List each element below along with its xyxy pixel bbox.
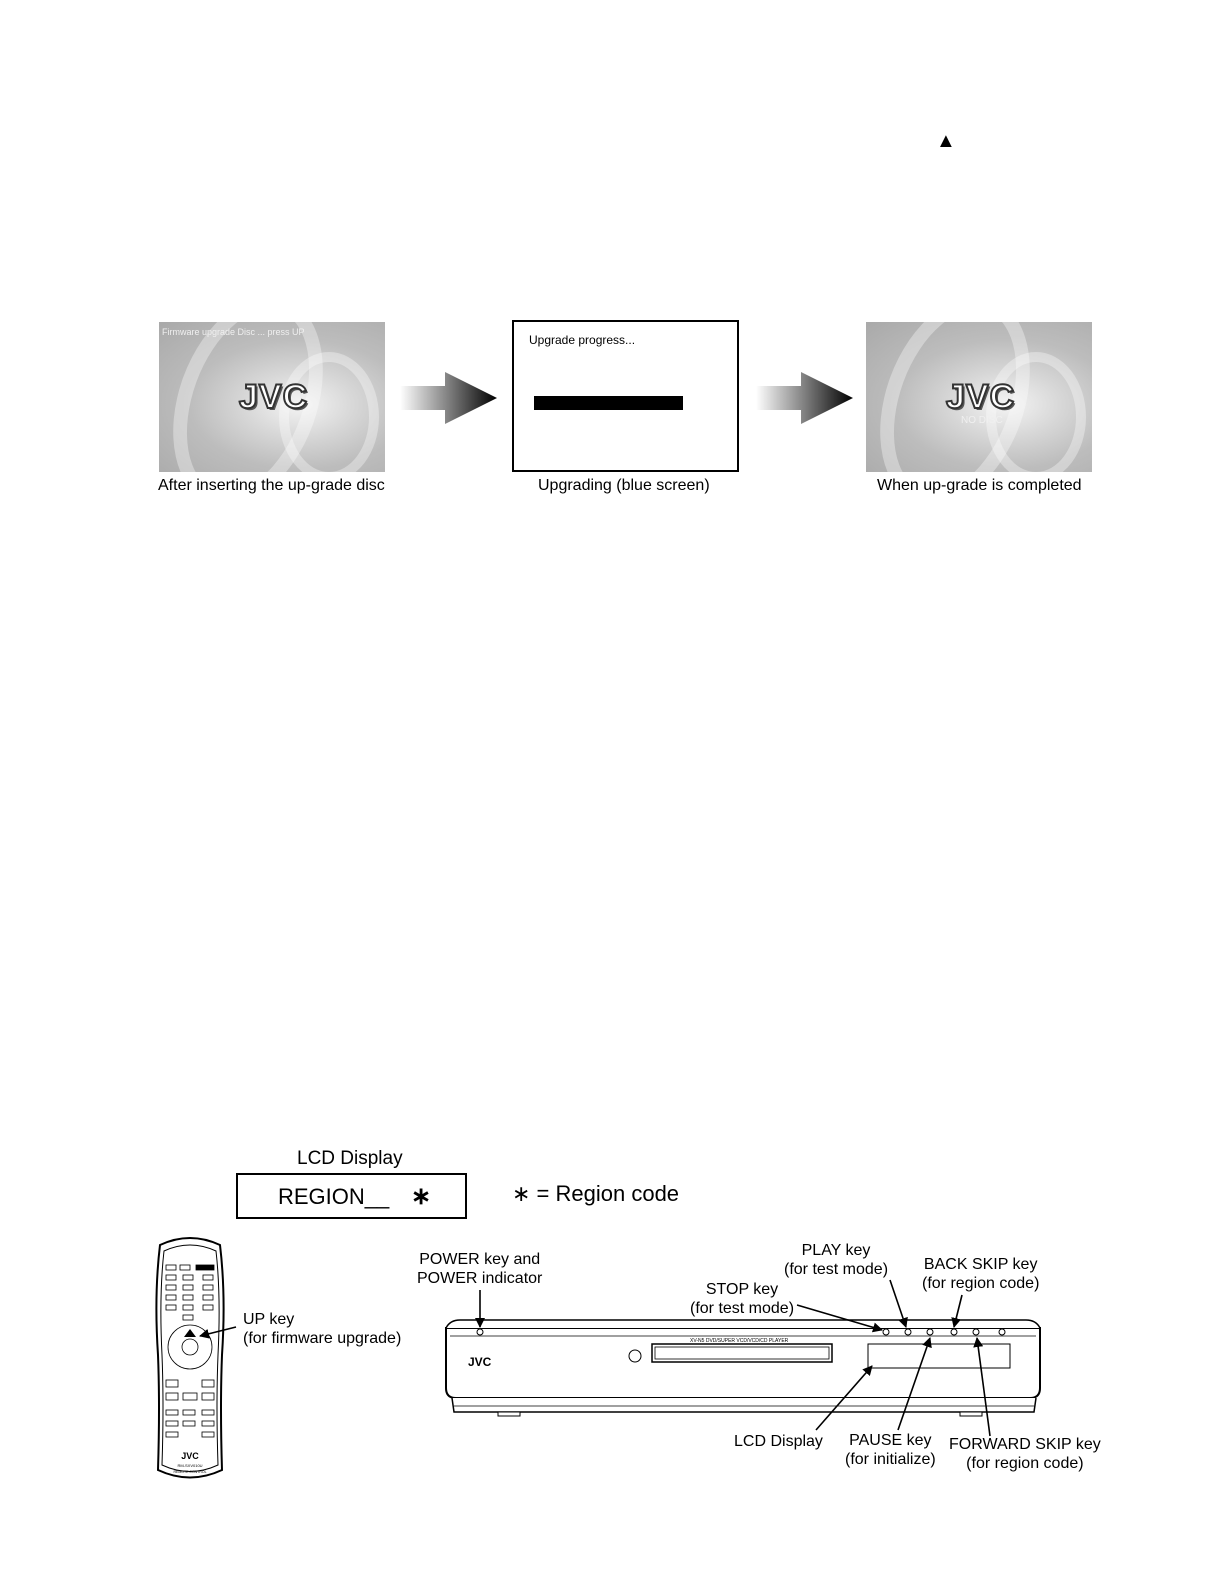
progress-track [534, 396, 759, 410]
lcd-display-label: LCD Display [734, 1433, 823, 1450]
jvc-logo: JVC [238, 377, 309, 417]
screen-upgrading: Upgrade progress... [512, 320, 739, 472]
caption-upgrading: Upgrading (blue screen) [538, 477, 710, 494]
screen-completed: JVC NO DISC [866, 322, 1092, 472]
dvd-player: JVC XV-N5 DVD/SUPER VCD/VCD/CD PLAYER [445, 1319, 1041, 1417]
screen-message: Firmware upgrade Disc ... press UP [162, 327, 305, 337]
up-triangle-icon: ▲ [936, 130, 956, 152]
region-code-legend: ∗ = Region code [512, 1181, 680, 1206]
remote-type: REMOTE CONTROL [173, 1470, 206, 1474]
power-key-label: POWER key and POWER indicator [417, 1251, 543, 1287]
caption-after-insert: After inserting the up-grade disc [158, 477, 385, 494]
arrow-right-icon [400, 372, 497, 424]
jvc-logo: JVC [945, 377, 1016, 417]
lcd-title: LCD Display [297, 1148, 403, 1169]
forward-skip-key-label: FORWARD SKIP key (for region code) [949, 1436, 1101, 1472]
screen-after-insert: Firmware upgrade Disc ... press UP JVC [159, 322, 385, 472]
remote-logo: JVC [181, 1451, 199, 1461]
no-disc-text: NO DISC [961, 415, 1003, 426]
play-key-label: PLAY key (for test mode) [784, 1242, 889, 1278]
lcd-region-text: REGION__ [278, 1184, 390, 1209]
lcd-asterisk: ∗ [411, 1183, 432, 1210]
caption-completed: When up-grade is completed [877, 477, 1082, 494]
arrow-right-icon [756, 372, 853, 424]
progress-bar [534, 396, 683, 410]
player-logo: JVC [468, 1355, 492, 1369]
player-model-text: XV-N5 DVD/SUPER VCD/VCD/CD PLAYER [690, 1338, 789, 1344]
screen-message: Upgrade progress... [529, 333, 636, 347]
stop-key-label: STOP key (for test mode) [690, 1281, 795, 1317]
lcd-display-box: REGION__ ∗ [236, 1173, 467, 1219]
pause-key-label: PAUSE key (for initialize) [845, 1432, 936, 1468]
back-skip-key-label: BACK SKIP key (for region code) [922, 1256, 1040, 1292]
up-key-label: UP key (for firmware upgrade) [243, 1311, 402, 1347]
remote-model: RM-SXV010U [177, 1463, 202, 1468]
remote-control: JVC RM-SXV010U REMOTE CONTROL [155, 1237, 225, 1479]
